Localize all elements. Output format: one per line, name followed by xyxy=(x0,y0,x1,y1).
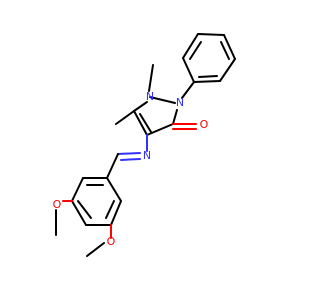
bond-n-imine-ch xyxy=(117,152,141,155)
aryl-bond-4 xyxy=(71,200,87,226)
aryl-bond-5 xyxy=(71,177,84,202)
phenyl-bond-5 xyxy=(219,58,236,82)
molecule-canvas: N N N O O O xyxy=(53,33,236,257)
bond-n1-methyl xyxy=(148,64,154,92)
bonds xyxy=(55,33,236,257)
aryl-inner-bond-1 xyxy=(105,200,115,219)
phenyl-inner-bond-3 xyxy=(198,75,218,78)
bond-c3-n2 xyxy=(172,109,178,125)
aryl-bond-2 xyxy=(110,200,122,226)
aryl-inner-bond-2 xyxy=(77,200,92,219)
bond-o4-methyl xyxy=(86,242,105,257)
bond-c4-c3 xyxy=(146,123,174,136)
bond-c5-c4 xyxy=(133,110,148,136)
atom-o-methoxy-4-label: O xyxy=(107,235,116,248)
phenyl-bond-4 xyxy=(223,34,236,60)
atom-o-methoxy-3-label: O xyxy=(53,198,62,211)
bond-c5-methyl xyxy=(115,110,135,125)
molecule-structure: N N N O O O xyxy=(53,33,236,257)
bond-ch-aryl xyxy=(106,153,119,179)
bond-n1-n2 xyxy=(149,96,176,104)
atom-o-carbonyl-label: O xyxy=(200,118,209,131)
aryl-bond-1 xyxy=(106,177,122,202)
atom-n1-label: N xyxy=(146,90,154,103)
phenyl-bond-2 xyxy=(182,33,199,59)
phenyl-inner-bond-1 xyxy=(189,41,202,60)
atom-n2-label: N xyxy=(176,96,184,109)
phenyl-inner-bond-2 xyxy=(220,41,230,60)
phenyl-bond-1 xyxy=(182,57,195,83)
atom-n-imine-label: N xyxy=(143,149,151,162)
bond-n2-phenyl xyxy=(181,81,195,99)
bond-n-imine-ch-double xyxy=(120,158,141,161)
atom-labels: N N N O O O xyxy=(53,90,209,248)
bond-c5-n1 xyxy=(133,101,148,112)
phenyl-bond-3 xyxy=(197,33,225,36)
phenyl-bond-6 xyxy=(193,80,221,83)
bond-c5-c4-double xyxy=(139,113,152,133)
